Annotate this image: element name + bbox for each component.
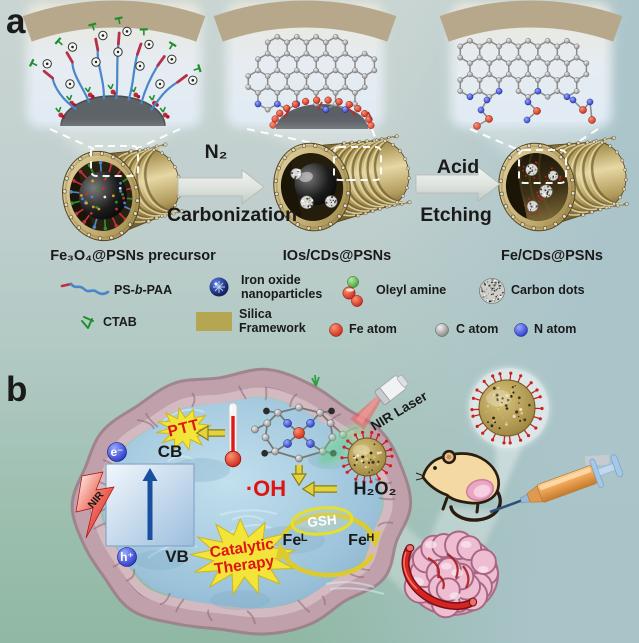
artery (403, 546, 476, 609)
ctab-icon (81, 316, 94, 329)
brain-tumor-illustration (401, 530, 499, 619)
nanotube-cylinder-3 (498, 135, 629, 232)
inset-3-etched-graphene (457, 38, 596, 130)
zoom-inset-1 (22, 0, 206, 128)
panel-a (22, 0, 629, 337)
magnifier-balloon (468, 367, 550, 449)
fe-atom-label: Fe atom (349, 322, 397, 336)
thermometer-icon (224, 402, 242, 468)
iron-oxide-icon (209, 277, 229, 297)
step2-process-label: Etching (420, 204, 492, 226)
nanotube-cylinder-2 (273, 134, 412, 232)
carbon-dots-icon (479, 278, 505, 304)
particle-label-precursor: Fe₃O₄@PSNs precursor (50, 248, 216, 264)
step2-reagent-label: Acid (436, 156, 480, 178)
syringe (489, 454, 624, 514)
brain-vessels (427, 553, 470, 590)
zoom-source-bracket (518, 149, 567, 184)
mouse-tail (449, 489, 502, 522)
hole-sphere (117, 547, 137, 567)
vb-label: VB (165, 547, 189, 566)
c-atom-icon (435, 323, 449, 337)
arrow-heat-to-ptt (195, 424, 225, 442)
n-atom-icon (514, 323, 528, 337)
step1-gas-label: N₂ (204, 141, 228, 163)
inset-2-carbonized-graphene (245, 34, 378, 130)
fe-low-label: Feᴸ (282, 532, 308, 549)
band-diagram (75, 442, 195, 567)
catalytic-starburst (189, 517, 296, 596)
oleyl-amine-label: Oleyl amine (376, 283, 447, 297)
arrow-h2o2-to-oh (301, 480, 337, 498)
nanotube-cylinder-1 (62, 142, 184, 242)
arrow-molecule-down (290, 465, 308, 487)
ptt-starburst (156, 406, 212, 451)
panel-b-label: b (6, 370, 28, 409)
particle-label-product: Fe/CDs@PSNs (501, 248, 603, 264)
fe-atom-icon (329, 323, 343, 337)
n-atom-label: N atom (534, 322, 577, 336)
legend (60, 276, 528, 337)
ctab-label: CTAB (103, 315, 137, 329)
membrane-sprig (311, 374, 320, 387)
fe-high-label: Feᴴ (348, 532, 374, 549)
c-atom-label: C atom (456, 322, 499, 336)
oh-radical-label: ·OH (245, 476, 287, 501)
step1-process-label: Carbonization (167, 204, 297, 226)
h2o2-label: H₂O₂ (353, 478, 397, 499)
electron-label: e⁻ (110, 445, 124, 459)
step-arrow-carbonization (177, 169, 265, 205)
silica-framework-swatch (196, 312, 232, 331)
oleyl-amine-icon (342, 276, 363, 307)
green-glow (318, 422, 370, 466)
zoom-inset-2 (213, 0, 397, 128)
gsh-redox-cycle (275, 512, 382, 578)
panel-a-label: a (6, 2, 26, 41)
nanoparticle-at-membrane (340, 430, 394, 484)
panel-b (70, 367, 624, 636)
nir-laser-device (350, 375, 409, 430)
mouse-illustration (415, 449, 502, 522)
nir-bolt (75, 471, 115, 539)
step-arrow-etching (415, 166, 501, 202)
ps-b-paa-icon (60, 282, 110, 296)
gsh-oval (290, 506, 354, 536)
particle-label-intermediate: IOs/CDs@PSNs (282, 248, 392, 264)
ps-b-paa-label: PS-b-PAA (114, 283, 173, 297)
hole-label: h⁺ (120, 550, 134, 564)
inset-1-polymer-micelle (28, 16, 202, 127)
cb-label: CB (157, 442, 183, 461)
electron-sphere (107, 442, 127, 462)
gsh-label: GSH (306, 512, 338, 530)
carbon-dots-label: Carbon dots (511, 283, 585, 297)
zoom-source-bracket (90, 145, 139, 177)
zoom-source-bracket (333, 146, 382, 181)
